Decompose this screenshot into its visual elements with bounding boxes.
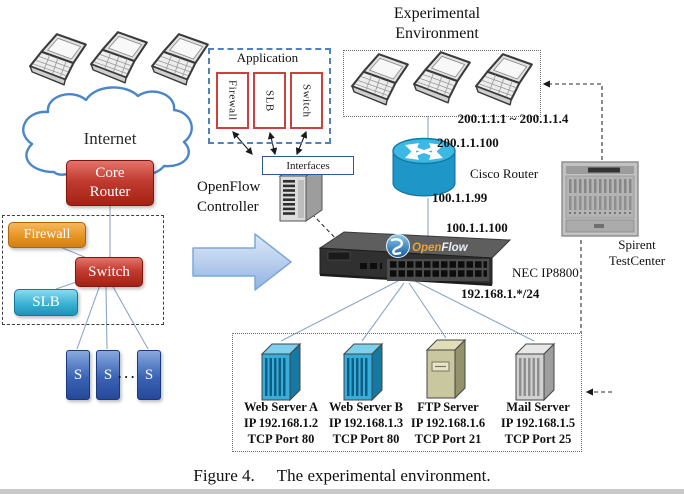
tester-label-line2: TestCenter <box>608 253 666 268</box>
core-router-node: Core Router <box>66 160 154 206</box>
mail-server-text: Mail Server IP 192.168.1.5 TCP Port 25 <box>481 399 595 447</box>
server-ip: IP 192.168.1.3 <box>328 416 404 430</box>
server-name: FTP Server <box>417 400 479 414</box>
firewall-node: Firewall <box>8 222 86 248</box>
module-firewall: Firewall <box>216 72 249 129</box>
diagram-title-line1: Experimental <box>393 5 481 22</box>
ftp-server-text: FTP Server IP 192.168.1.6 TCP Port 21 <box>391 399 505 447</box>
cisco-router-label: Cisco Router <box>470 166 539 181</box>
module-firewall-label: Firewall <box>226 80 239 121</box>
server-name: Web Server B <box>328 400 404 414</box>
server-ip: IP 192.168.1.6 <box>410 416 486 430</box>
server-port: TCP Port 25 <box>504 432 572 446</box>
application-label: Application <box>236 50 299 65</box>
subnet-label: 192.168.1.*/24 <box>461 286 540 301</box>
web-server-a-text: Web Server A IP 192.168.1.2 TCP Port 80 <box>224 399 338 447</box>
laptop-icon <box>151 33 209 86</box>
server-ip: IP 192.168.1.2 <box>243 416 319 430</box>
page-edge-strip <box>0 489 684 494</box>
legacy-network-group-box <box>2 215 164 325</box>
application-group-box <box>208 48 331 144</box>
rack-switch-icon: OpenFlow <box>318 231 512 286</box>
clients-group-box <box>343 50 541 117</box>
openflow-logo-open: Open <box>412 242 441 254</box>
figure-caption-label: Figure 4. <box>193 466 255 485</box>
server-port: TCP Port 80 <box>247 432 315 446</box>
core-router-label-line1: Core <box>95 165 125 181</box>
slb-node: SLB <box>14 289 78 316</box>
openflow-controller-line2: Controller <box>197 199 259 215</box>
laptop-icon <box>29 33 87 86</box>
mail-server-icon <box>514 342 556 402</box>
switch-model-label: NEC IP8800 <box>512 265 579 280</box>
openflow-switch-ip-label: 100.1.1.100 <box>446 220 508 235</box>
web-server-b-text: Web Server B IP 192.168.1.3 TCP Port 80 <box>309 399 423 447</box>
core-router-label-line2: Router <box>89 184 131 200</box>
cisco-router-icon <box>392 137 456 197</box>
server-s1-node: S <box>66 350 90 400</box>
module-switch-label: Switch <box>300 83 313 118</box>
router-lan-ip-label: 100.1.1.99 <box>432 190 488 205</box>
figure-caption: Figure 4. The experimental environment. <box>0 466 684 486</box>
openflow-controller-line1: OpenFlow <box>197 179 261 195</box>
diagram-title-line2: Environment <box>395 25 479 42</box>
router-wan-ip-label: 200.1.1.100 <box>437 135 499 150</box>
interfaces-box: Interfaces <box>262 156 354 175</box>
client-laptops-left <box>29 31 209 86</box>
server-s2-node: S <box>96 350 120 400</box>
module-switch: Switch <box>290 72 323 129</box>
web-server-a-icon <box>260 342 302 402</box>
figure-caption-text: The experimental environment. <box>276 466 491 485</box>
ftp-server-icon <box>425 338 467 400</box>
tester-chassis-icon <box>561 161 639 237</box>
web-server-b-icon <box>342 342 384 402</box>
server-port: TCP Port 21 <box>414 432 482 446</box>
svg-text:OpenFlow: OpenFlow <box>412 242 469 254</box>
server-name: Web Server A <box>243 400 319 414</box>
diagram-title: Experimental Environment <box>352 4 522 44</box>
server-name: Mail Server <box>506 400 570 414</box>
tester-label-line1: Spirent <box>618 237 656 252</box>
switch-node: Switch <box>75 257 143 287</box>
server-s3-node: S <box>137 350 161 400</box>
module-slb: SLB <box>253 72 286 129</box>
openflow-logo-flow: Flow <box>441 242 468 254</box>
servers-ellipsis: . . . <box>118 366 135 381</box>
servers-group-box <box>232 333 582 452</box>
openflow-logo-icon: OpenFlow <box>386 234 469 258</box>
big-arrow-icon <box>192 233 292 291</box>
tester-label: Spirent TestCenter <box>598 237 676 269</box>
internet-label: Internet <box>83 129 137 148</box>
dashed-connectors <box>311 80 612 396</box>
module-slb-label: SLB <box>263 89 276 112</box>
server-ip: IP 192.168.1.5 <box>500 416 576 430</box>
server-port: TCP Port 80 <box>332 432 400 446</box>
client-ip-range-label: 200.1.1.1 ~ 200.1.1.4 <box>457 111 569 126</box>
openflow-controller-label: OpenFlow Controller <box>197 177 260 217</box>
laptop-icon <box>90 31 148 84</box>
